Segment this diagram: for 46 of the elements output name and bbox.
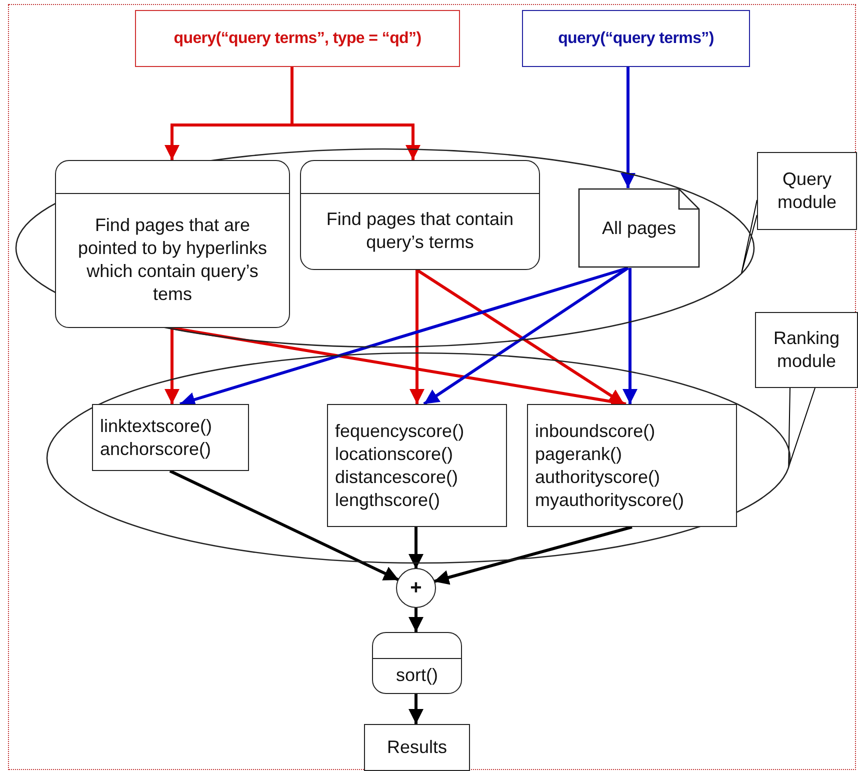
- function-name: distancescore(): [335, 466, 458, 488]
- process-box: [527, 404, 737, 527]
- rounded-box: [300, 160, 540, 270]
- arrow: [408, 607, 424, 632]
- rounded-box: [55, 160, 290, 328]
- plus-sign: +: [410, 576, 422, 600]
- function-name: myauthorityscore(): [535, 488, 684, 512]
- function-name: pagerank(): [535, 442, 622, 466]
- box-label: Ranking module: [772, 327, 841, 373]
- arrow: [434, 526, 632, 585]
- function-name: locationscore(): [335, 442, 454, 466]
- query-call: query(“query terms”, type = “qd”): [174, 29, 422, 49]
- process-box: [755, 312, 858, 388]
- function-name: authorityscore(): [535, 466, 660, 488]
- callout-pointer: [788, 388, 816, 468]
- box-label: sort(): [396, 664, 438, 687]
- box-label: Find pages that contain query’s terms: [325, 208, 515, 254]
- process-box: [92, 404, 249, 471]
- arrow: [164, 328, 180, 404]
- process-box: [757, 152, 857, 230]
- process-box: [364, 724, 470, 771]
- arrow: [408, 527, 424, 569]
- box-label: All pages: [602, 216, 676, 240]
- sum-circle: [396, 568, 436, 608]
- arrow: [180, 266, 628, 407]
- document-shape: [578, 188, 700, 268]
- rounded-box: [372, 632, 462, 694]
- function-name: inboundscore(): [535, 420, 656, 442]
- callout-pointer: [740, 200, 758, 274]
- function-name: linktextscore(): [100, 414, 212, 438]
- function-name: lengthscore(): [335, 488, 440, 512]
- box-label: Results: [386, 736, 448, 759]
- box-label: Query module: [776, 168, 838, 214]
- function-name: anchorscore(): [100, 438, 212, 460]
- arrow: [410, 270, 424, 404]
- module-ellipse: [15, 148, 755, 348]
- function-name: fequencyscore(): [335, 420, 464, 442]
- arrow: [620, 67, 636, 188]
- process-box: [327, 404, 507, 527]
- arrow: [408, 694, 424, 724]
- query-call: query(“query terms”): [558, 29, 714, 49]
- arrow: [169, 470, 400, 582]
- process-box: [522, 10, 750, 67]
- arrow: [622, 268, 638, 404]
- box-label: Find pages that are pointed to by hyperlinks which contain query’s tems: [76, 214, 268, 306]
- process-box: [135, 10, 460, 67]
